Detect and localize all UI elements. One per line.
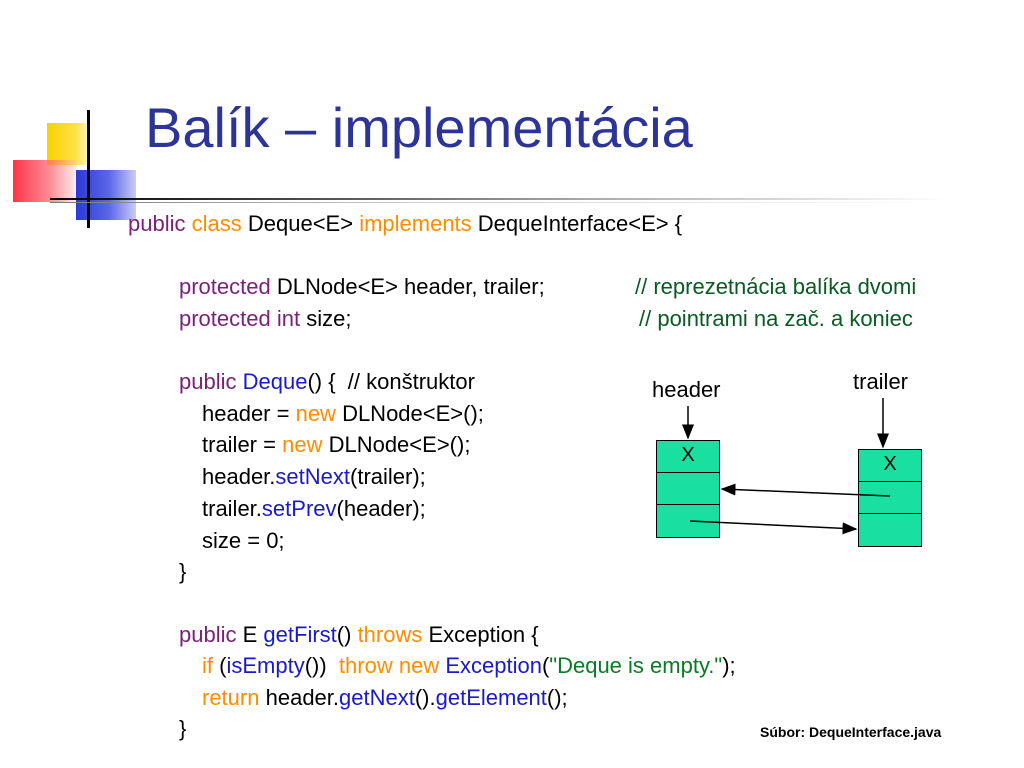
code-token: Exception { <box>428 622 539 647</box>
trailer-node-next-cell <box>859 514 921 546</box>
code-token: setNext <box>275 464 350 489</box>
header-node-next-cell <box>657 505 719 537</box>
code-line: size = 0; <box>202 528 285 553</box>
code-token: public <box>179 369 237 394</box>
header-node-prev-cell <box>657 473 719 505</box>
slide-title: Balík – implementácia <box>145 96 693 159</box>
code-line: } <box>179 716 187 741</box>
code-line-constructor: public Deque() { // konštruktor <box>179 371 475 393</box>
code-token: new <box>398 653 440 678</box>
code-token: int <box>276 306 301 331</box>
code-line: trailer.setPrev(header); <box>202 498 426 520</box>
code-line: return header.getNext().getElement(); <box>202 687 568 709</box>
code-token: (); <box>546 685 568 710</box>
title-underline <box>50 198 950 200</box>
code-token: protected <box>179 274 271 299</box>
code-token: header. <box>265 685 340 710</box>
code-token: protected <box>179 306 271 331</box>
code-token: Exception <box>445 653 542 678</box>
code-token: class <box>191 211 242 236</box>
code-token: (). <box>414 685 436 710</box>
code-token: public <box>179 622 237 647</box>
code-string: "Deque is empty." <box>549 653 723 678</box>
logo-yellow-square <box>47 123 89 165</box>
code-token: DLNode<E>(); <box>328 432 471 457</box>
header-node-element-cell: X <box>657 441 719 473</box>
code-token: return <box>202 685 260 710</box>
code-token: isEmpty <box>226 653 305 678</box>
code-token: Deque <box>242 369 308 394</box>
code-token: header = <box>202 401 296 426</box>
title-underline-shadow <box>50 202 950 203</box>
trailer-node-prev-cell <box>859 482 921 514</box>
header-node: X <box>656 440 720 538</box>
code-token: DequeInterface<E> { <box>477 211 683 236</box>
code-line: header = new DLNode<E>(); <box>202 403 484 425</box>
code-token: throw <box>338 653 393 678</box>
code-line-fields: protected DLNode<E> header, trailer; <box>179 276 545 298</box>
code-line: } <box>179 559 187 584</box>
code-token: header. <box>202 464 276 489</box>
code-token: getNext <box>339 685 415 710</box>
code-token: public <box>128 211 186 236</box>
logo-red-square <box>13 160 77 202</box>
trailer-node: X <box>858 449 922 547</box>
code-token: ( <box>541 653 550 678</box>
code-token: trailer = <box>202 432 283 457</box>
trailer-label: trailer <box>853 369 909 394</box>
code-line-getfirst: public E getFirst() throws Exception { <box>179 624 539 646</box>
code-token: getFirst <box>263 622 337 647</box>
header-label: header <box>652 377 721 402</box>
code-line-size-field: protected int size; <box>179 308 351 330</box>
logo-vertical-line <box>87 110 90 228</box>
code-comment: // reprezetnácia balíka dvomi <box>635 274 917 299</box>
code-token: DLNode<E> header, trailer; <box>276 274 545 299</box>
code-token: getElement <box>435 685 547 710</box>
code-token: (header); <box>336 496 426 521</box>
code-token: if <box>202 653 213 678</box>
code-token: () { // konštruktor <box>307 369 475 394</box>
code-token: Deque<E> <box>247 211 354 236</box>
code-token: implements <box>359 211 472 236</box>
code-token: ( <box>219 653 227 678</box>
code-token: ()) <box>304 653 327 678</box>
code-token: trailer. <box>202 496 262 521</box>
code-line: trailer = new DLNode<E>(); <box>202 434 470 456</box>
code-token: throws <box>357 622 423 647</box>
code-line: if (isEmpty()) throw new Exception("Dequ… <box>202 655 736 677</box>
code-token: new <box>295 401 336 426</box>
source-filename: Súbor: DequeInterface.java <box>760 724 942 740</box>
code-token: size; <box>306 306 352 331</box>
logo-blue-square <box>76 170 136 220</box>
code-token: (trailer); <box>350 464 426 489</box>
code-line-class-declaration: public class Deque<E> implements DequeIn… <box>128 213 682 235</box>
code-line: header.setNext(trailer); <box>202 466 426 488</box>
code-token: () <box>336 622 352 647</box>
code-token: setPrev <box>261 496 337 521</box>
trailer-node-element-cell: X <box>859 450 921 482</box>
code-token: E <box>242 622 258 647</box>
code-token: new <box>282 432 323 457</box>
code-comment: // pointrami na zač. a koniec <box>639 306 913 331</box>
code-token: ); <box>722 653 736 678</box>
code-token: DLNode<E>(); <box>342 401 484 426</box>
